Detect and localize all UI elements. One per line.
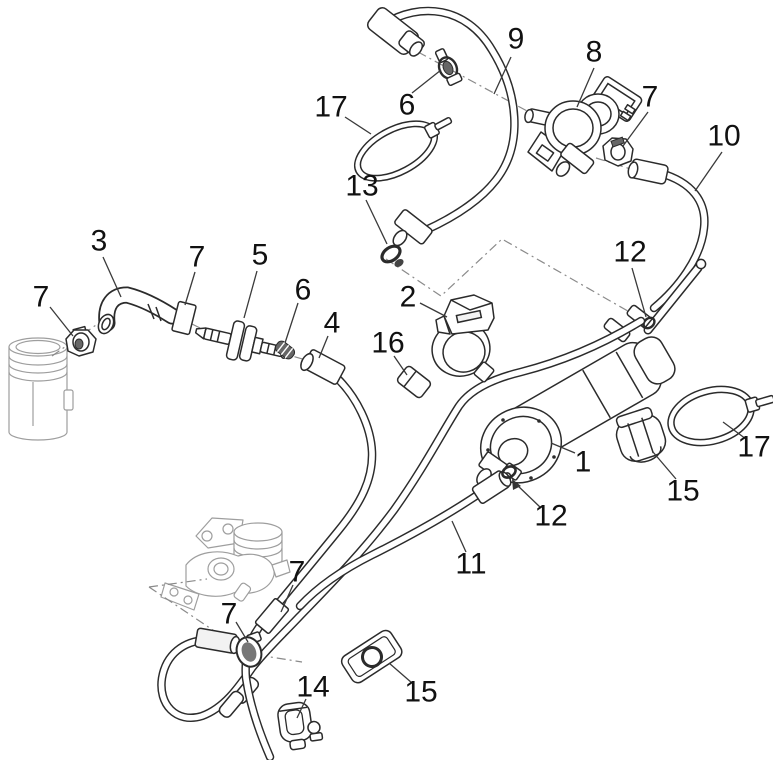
- o-ring-13: [380, 244, 404, 268]
- clamp-6-top: [434, 48, 463, 87]
- reference-throttle-body: [160, 517, 291, 611]
- mount-15-bottom: [340, 629, 403, 684]
- callout-label-13: 13: [345, 170, 378, 203]
- callout-leader-6: [411, 69, 442, 94]
- bracket-2: [431, 294, 495, 383]
- callout-leader-13: [365, 199, 388, 245]
- callout-leader-7: [622, 111, 649, 147]
- sleeve-7-mid: [171, 300, 197, 336]
- sleeve-7-bottom: [254, 598, 290, 634]
- callout-leader-8: [576, 67, 595, 108]
- callout-label-7: 7: [289, 556, 306, 589]
- callout-label-12: 12: [534, 500, 567, 533]
- callout-leader-16: [393, 355, 408, 376]
- callout-label-15: 15: [666, 475, 699, 508]
- callout-leader-4: [318, 335, 329, 359]
- callout-label-9: 9: [508, 23, 525, 56]
- callout-label-3: 3: [91, 225, 108, 258]
- callout-leader-6: [284, 302, 299, 344]
- callout-leader-15: [652, 451, 677, 480]
- purge-valve-8: [524, 76, 643, 177]
- callout-label-7: 7: [33, 281, 50, 314]
- clamp-14: [277, 701, 324, 751]
- callout-leader-1: [550, 442, 576, 454]
- callout-leader-15: [388, 662, 413, 684]
- cable-tie-17-right: [667, 385, 773, 447]
- callout-leader-12: [631, 267, 647, 318]
- callout-label-16: 16: [371, 327, 404, 360]
- callout-label-4: 4: [324, 307, 341, 340]
- callout-leader-7: [280, 584, 294, 613]
- callout-label-1: 1: [575, 446, 592, 479]
- callout-leader-7: [235, 621, 249, 643]
- callout-label-8: 8: [586, 36, 603, 69]
- callout-label-5: 5: [252, 239, 269, 272]
- elbow-hose-3: [97, 295, 172, 335]
- callout-leader-2: [419, 302, 448, 318]
- clamp-7-loop: [235, 631, 263, 668]
- callout-leader-17: [722, 421, 747, 440]
- callout-leader-5: [243, 270, 258, 319]
- callout-leader-11: [451, 520, 467, 553]
- callout-label-7: 7: [642, 81, 659, 114]
- spring-6: [274, 340, 296, 360]
- callout-leader-10: [694, 151, 723, 192]
- clamp-15-right: [615, 407, 667, 463]
- reference-cylinder: [8, 337, 74, 441]
- callout-label-12: 12: [613, 236, 646, 269]
- callout-label-10: 10: [707, 120, 740, 153]
- callout-leader-9: [493, 56, 512, 95]
- hose-10: [627, 158, 704, 308]
- callout-label-7: 7: [221, 598, 238, 631]
- callout-leader-3: [102, 256, 122, 298]
- callout-label-15: 15: [404, 676, 437, 709]
- callout-leader-7: [184, 271, 196, 306]
- valve-5: [194, 320, 290, 362]
- callout-label-11: 11: [455, 548, 486, 581]
- callout-label-6: 6: [399, 89, 416, 122]
- callout-label-6: 6: [295, 274, 312, 307]
- callout-label-17: 17: [737, 431, 770, 464]
- callout-leader-12: [515, 483, 542, 509]
- callout-label-14: 14: [296, 671, 329, 704]
- hose-9: [366, 5, 514, 247]
- hose-4: [246, 349, 372, 757]
- callout-leader-14: [296, 698, 307, 719]
- callout-leader-7: [49, 306, 74, 337]
- callout-label-17: 17: [314, 91, 347, 124]
- clamp-nut-7-top: [602, 136, 634, 167]
- callout-label-7: 7: [189, 241, 206, 274]
- ring-12-top: [642, 316, 656, 330]
- callout-label-2: 2: [400, 281, 417, 314]
- callout-leader-17: [344, 116, 372, 135]
- cap-16: [396, 365, 432, 399]
- cable-tie-17-top: [353, 116, 453, 182]
- clamp-nut-7-left: [65, 325, 97, 357]
